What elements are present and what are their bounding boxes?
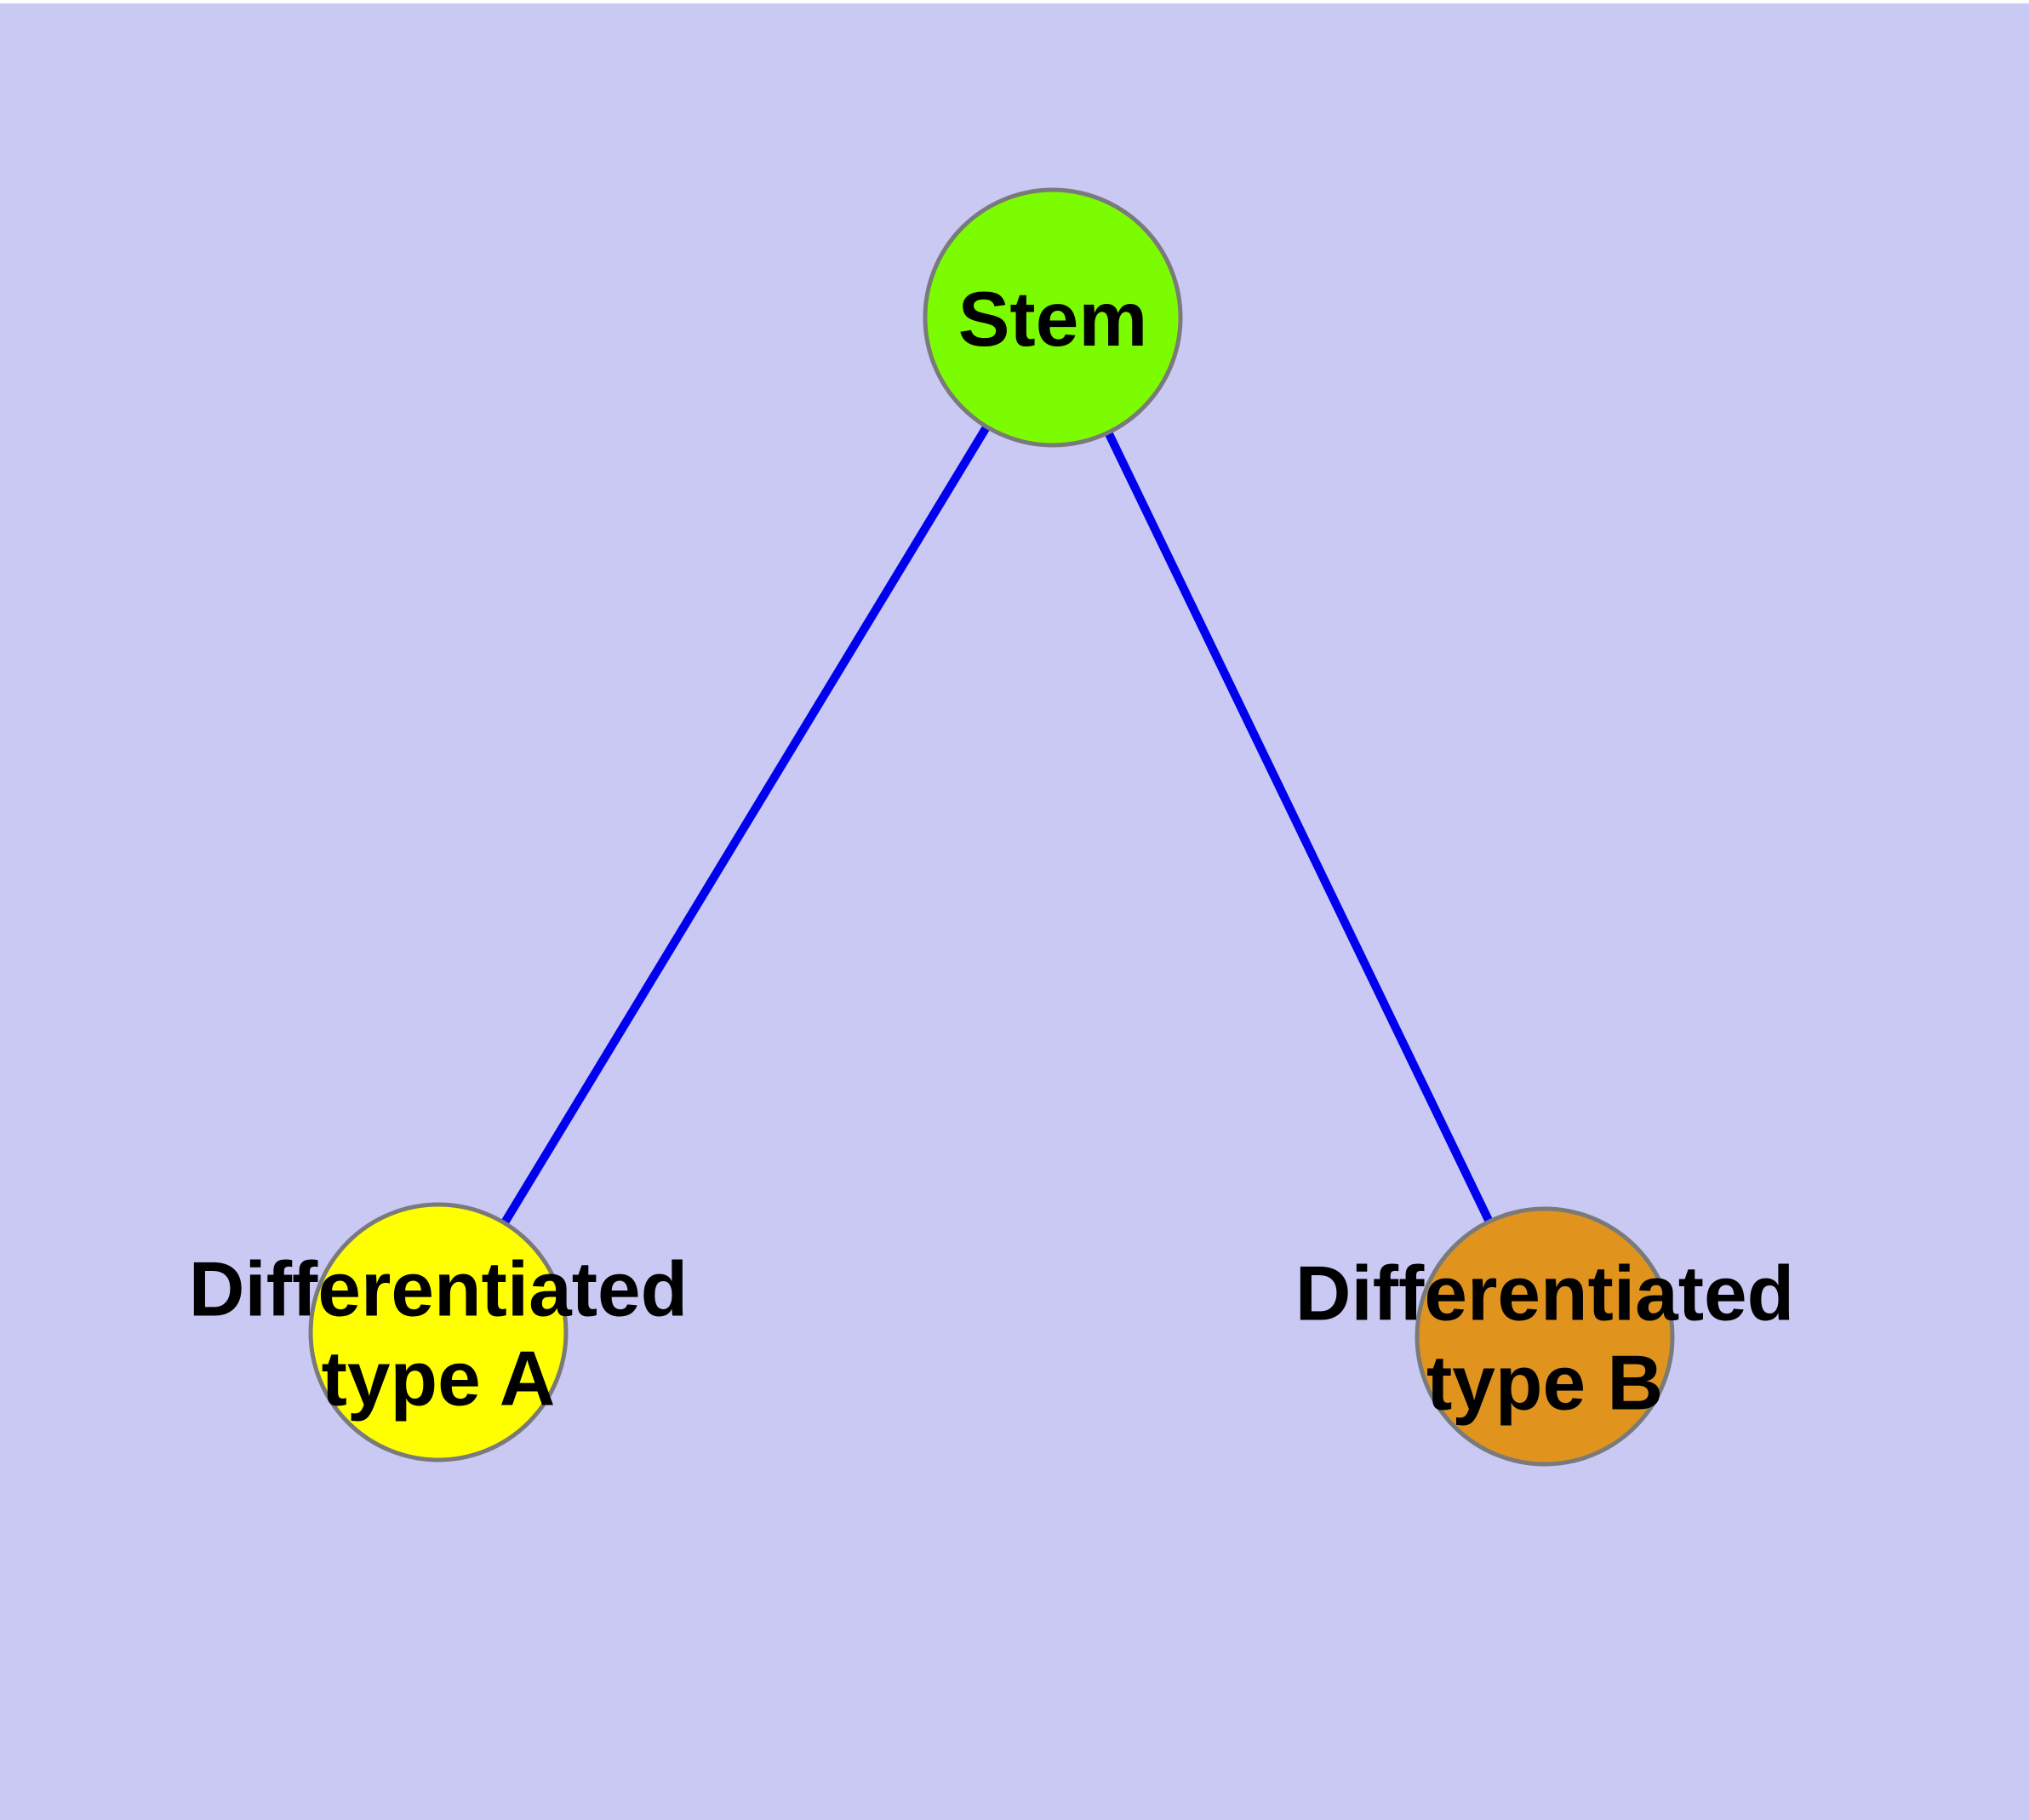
node-stem xyxy=(923,187,1183,448)
node-type-a xyxy=(308,1202,569,1462)
node-type-b xyxy=(1415,1206,1675,1467)
node-label-stem: Stem xyxy=(958,277,1148,363)
top-margin-strip xyxy=(0,0,2029,3)
edge-stem-to-type-a xyxy=(434,315,1057,1335)
nodes-layer xyxy=(308,187,1675,1467)
edge-stem-to-type-b xyxy=(1049,315,1549,1339)
edges-layer xyxy=(434,315,1549,1339)
